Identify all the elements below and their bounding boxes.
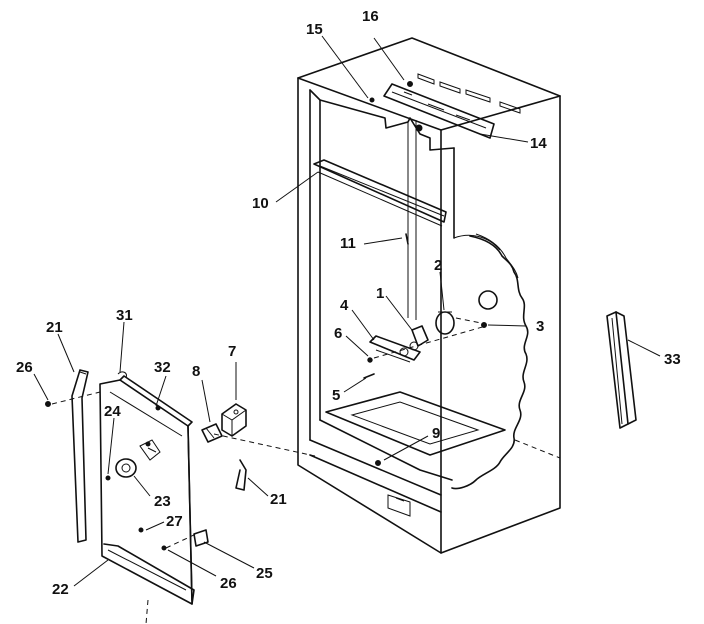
callout-7: 7 — [228, 343, 236, 360]
callout-2: 2 — [434, 257, 442, 274]
callout-32: 32 — [154, 359, 171, 376]
callout-26-left: 26 — [16, 359, 33, 376]
callout-14: 14 — [530, 135, 547, 152]
bracket-21-left — [71, 369, 89, 543]
callout-labels: 15 16 14 10 11 2 1 3 4 6 5 9 7 8 33 21 3… — [16, 8, 681, 598]
screw-11 — [405, 233, 409, 245]
callout-33: 33 — [664, 351, 681, 368]
screw-6 — [367, 357, 373, 363]
tab-31 — [117, 371, 127, 379]
callout-27: 27 — [166, 513, 183, 530]
callout-5: 5 — [332, 387, 340, 404]
callout-23: 23 — [154, 493, 171, 510]
callout-15: 15 — [306, 21, 323, 38]
screw-9 — [375, 460, 381, 466]
callout-8: 8 — [192, 363, 200, 380]
capacitor-box-7 — [221, 403, 247, 437]
thermostat-assembly — [369, 325, 429, 363]
callout-26-bottom: 26 — [220, 575, 237, 592]
top-vent-slots — [417, 73, 521, 114]
bracket-21-right — [235, 459, 247, 491]
light-bulb — [435, 311, 455, 335]
wire-harness — [451, 235, 529, 490]
circle-opening — [478, 290, 498, 310]
refrigerator-cabinet — [297, 37, 561, 554]
screw-26-left — [45, 401, 51, 407]
callout-3: 3 — [536, 318, 544, 335]
guide-lines — [213, 317, 561, 459]
callout-4: 4 — [340, 297, 349, 314]
relay-8 — [201, 423, 223, 443]
callout-16: 16 — [362, 8, 379, 25]
control-bracket — [383, 81, 495, 139]
leader-lines — [33, 35, 661, 587]
screw-5 — [363, 373, 375, 379]
side-trim-33 — [606, 311, 637, 429]
callout-6: 6 — [334, 325, 342, 342]
shelf-rail — [313, 159, 447, 227]
callout-25: 25 — [256, 565, 273, 582]
callout-1: 1 — [376, 285, 384, 302]
callout-21-right: 21 — [270, 491, 287, 508]
callout-11: 11 — [340, 235, 356, 252]
callout-10: 10 — [252, 195, 269, 212]
screw-15 — [369, 97, 375, 103]
callout-21-left: 21 — [46, 319, 63, 336]
callout-22: 22 — [52, 581, 69, 598]
callout-24: 24 — [104, 403, 121, 420]
callout-9: 9 — [432, 425, 440, 442]
callout-31: 31 — [116, 307, 133, 324]
